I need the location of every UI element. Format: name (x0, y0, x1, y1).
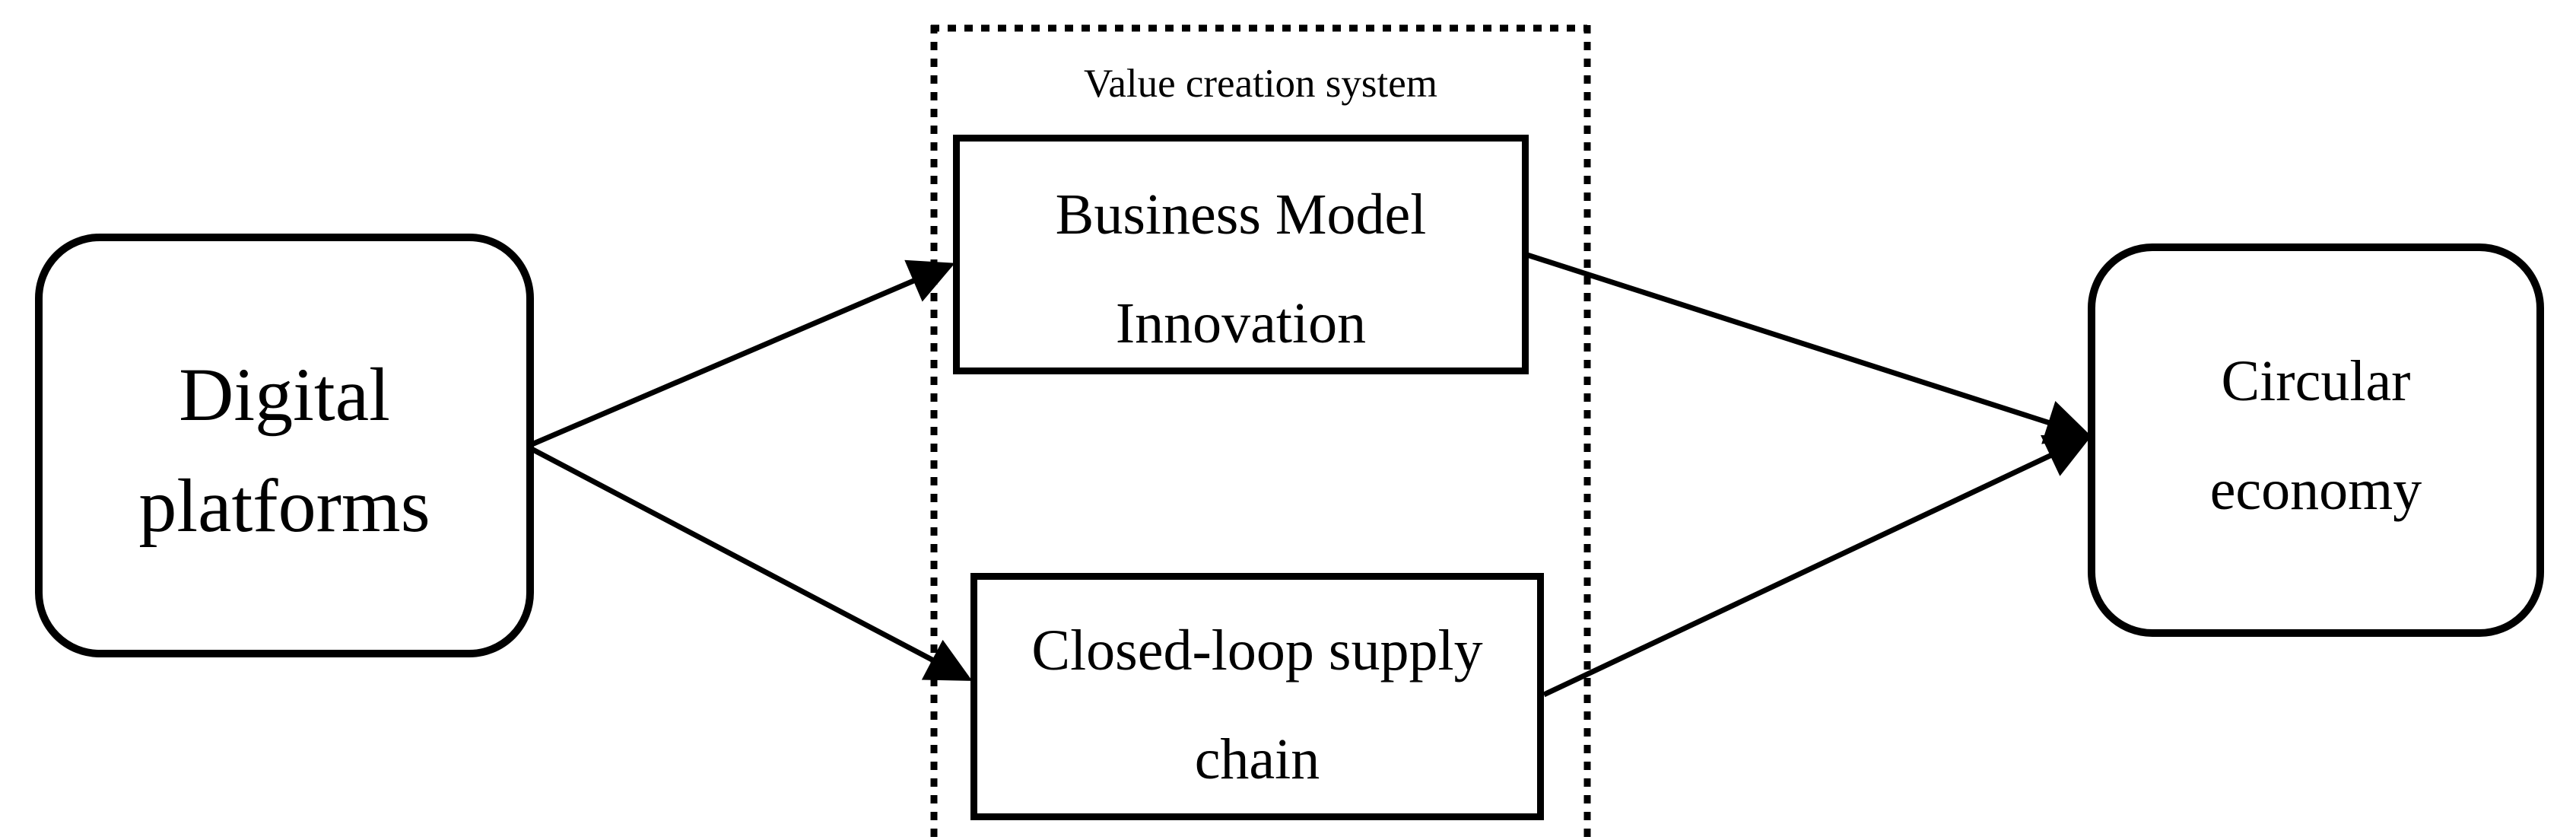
arrow-closed-loop-to-circular (1542, 434, 2092, 698)
circular-economy-label-line2: economy (2209, 457, 2422, 522)
business-model-innovation-label-line2: Innovation (1115, 291, 1367, 355)
value-creation-system-dashed-border (930, 24, 1591, 840)
digital-platforms-label-line2: platforms (138, 463, 430, 548)
arrow-digital-to-business-model (529, 259, 955, 448)
arrow-digital-to-closed-loop (529, 445, 973, 681)
circular-economy-label-line1: Circular (2221, 348, 2411, 413)
closed-loop-supply-chain-label-line1: Closed-loop supply (1031, 618, 1483, 682)
node-digital-platforms: Digital platforms (35, 234, 534, 657)
closed-loop-supply-chain-label-line2: chain (1194, 727, 1320, 791)
value-creation-system-label: Value creation system (1083, 62, 1438, 106)
business-model-innovation-label-line1: Business Model (1055, 182, 1427, 247)
node-closed-loop-supply-chain: Closed-loop supply chain (970, 573, 1544, 820)
arrow-business-model-to-circular (1526, 252, 2092, 444)
node-circular-economy: Circular economy (2088, 243, 2544, 637)
digital-platforms-label-line1: Digital (179, 352, 390, 437)
node-business-model-innovation: Business Model Innovation (953, 135, 1529, 374)
